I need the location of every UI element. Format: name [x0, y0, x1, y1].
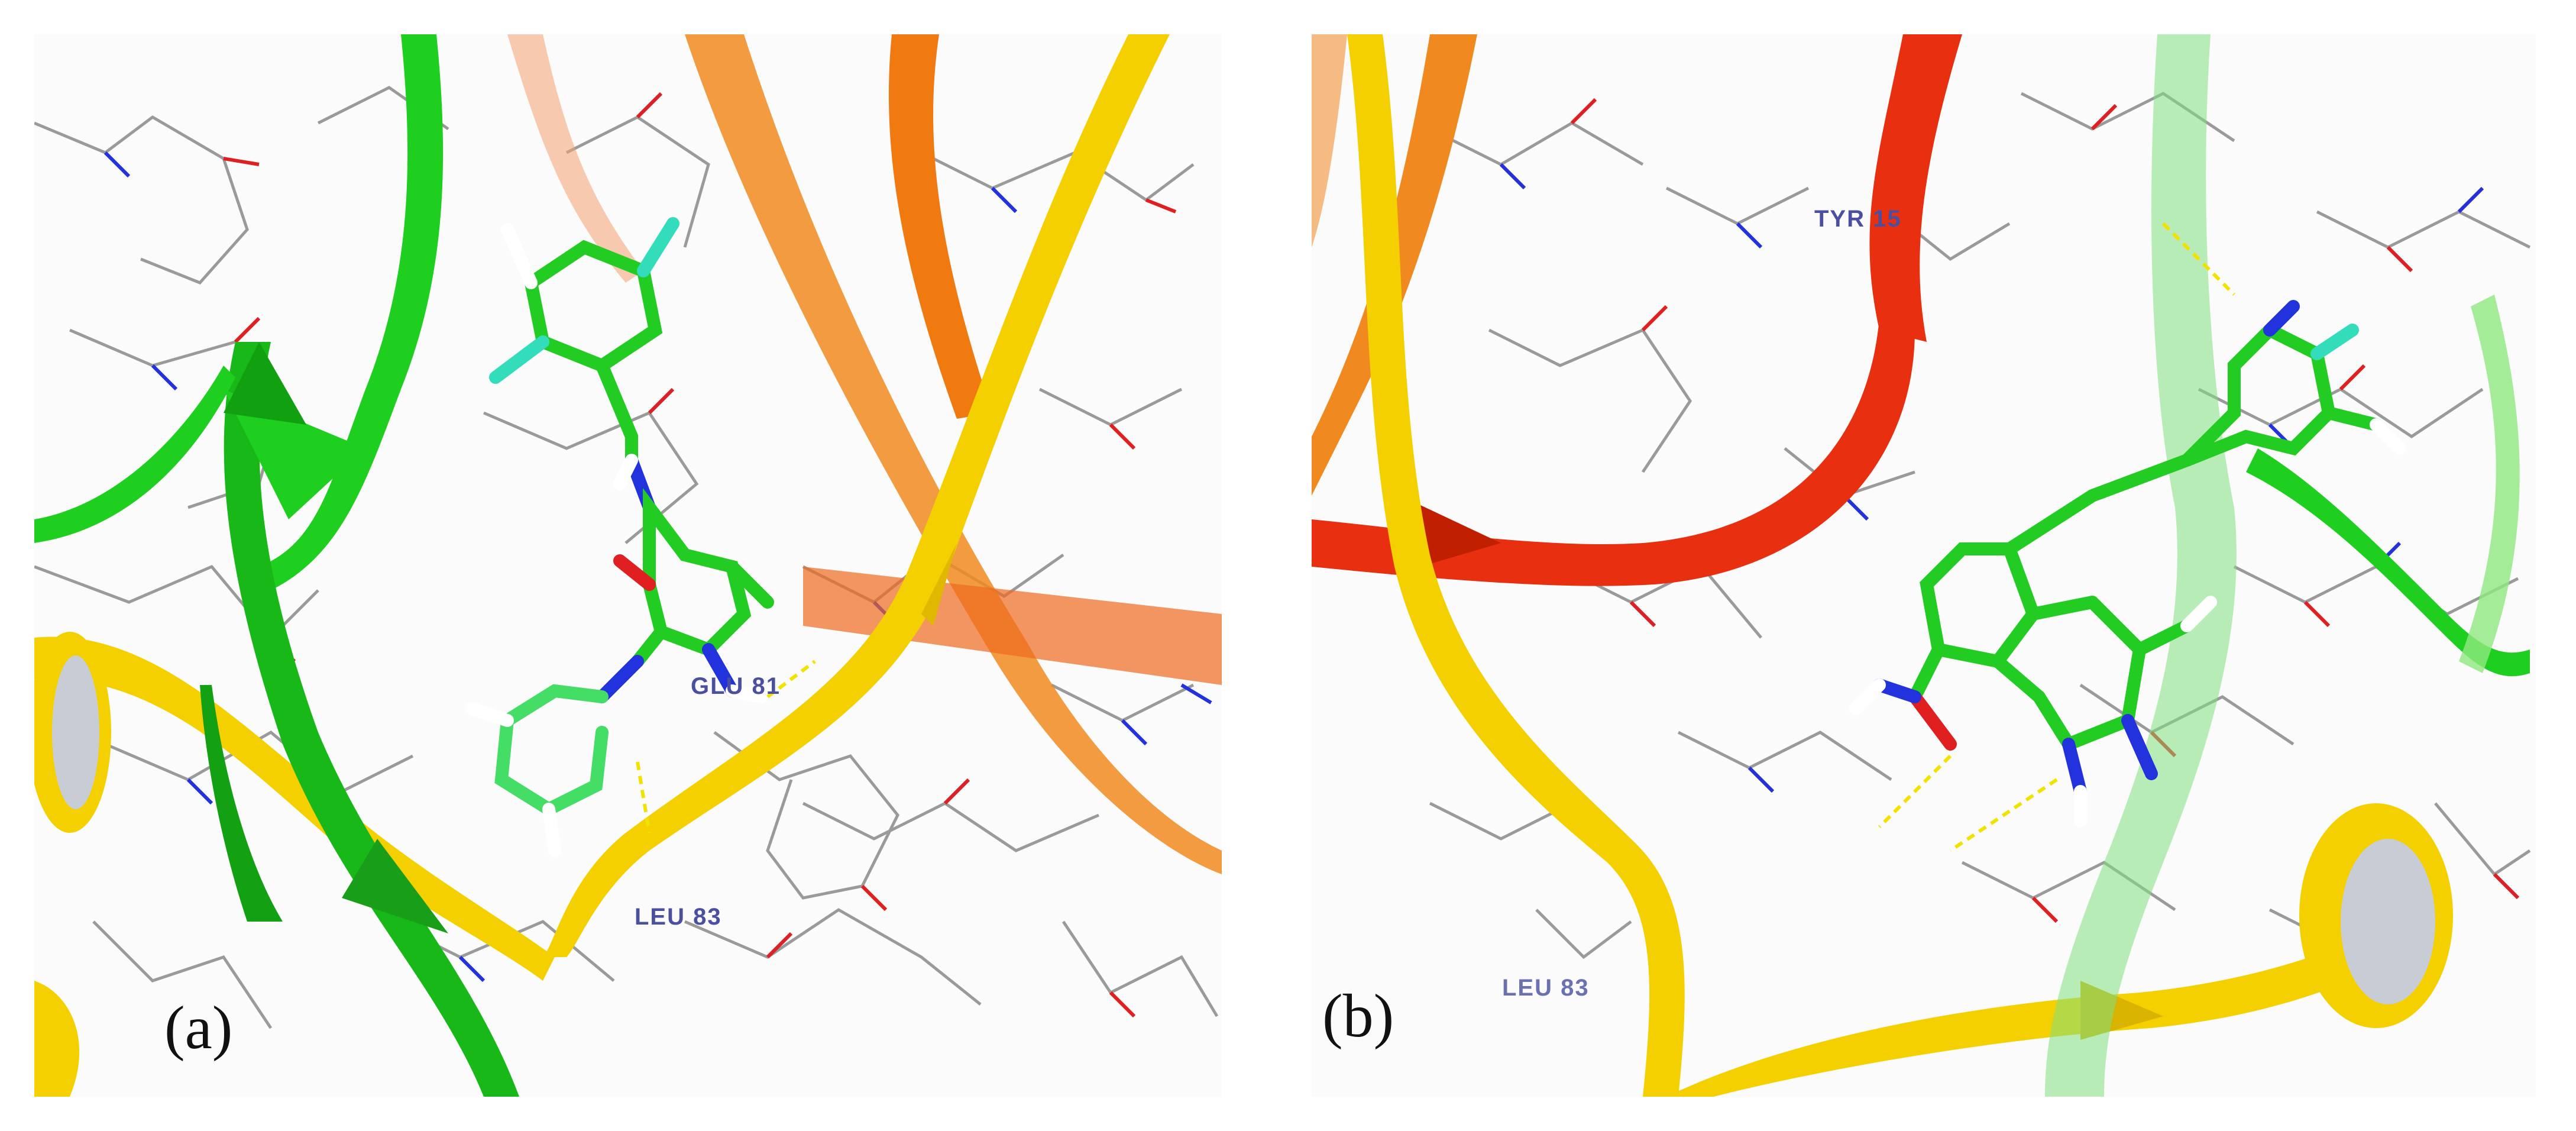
ligand-sticks: [1849, 300, 2406, 828]
ribbon-green: [34, 34, 519, 1097]
residue-label-leu83: LEU 83: [635, 904, 722, 930]
ribbon-yellow: [34, 34, 1170, 1097]
ribbon-orange: [507, 34, 1222, 874]
heteroatom-ticks: [1499, 98, 2520, 923]
hydrogen-bonds: [1878, 222, 2236, 852]
panel-a-structure: [34, 34, 1222, 1097]
panel-letter-b: (b): [1322, 982, 1394, 1050]
panel-b: TYR 15 LEU 83 (b): [1312, 34, 2536, 1097]
residue-label-tyr15: TYR 15: [1814, 206, 1902, 232]
residue-label-glu81: GLU 81: [691, 673, 781, 699]
panel-letter-a: (a): [164, 994, 233, 1062]
panel-b-structure: [1312, 34, 2531, 1097]
hydrogen-bonds: [636, 660, 816, 833]
ligand-sticks: [465, 217, 774, 857]
ribbon-green: [2045, 34, 2530, 1097]
panel-a: GLU 81 LEU 83 (a): [34, 34, 1222, 1097]
residue-label-leu83: LEU 83: [1502, 975, 1590, 1001]
